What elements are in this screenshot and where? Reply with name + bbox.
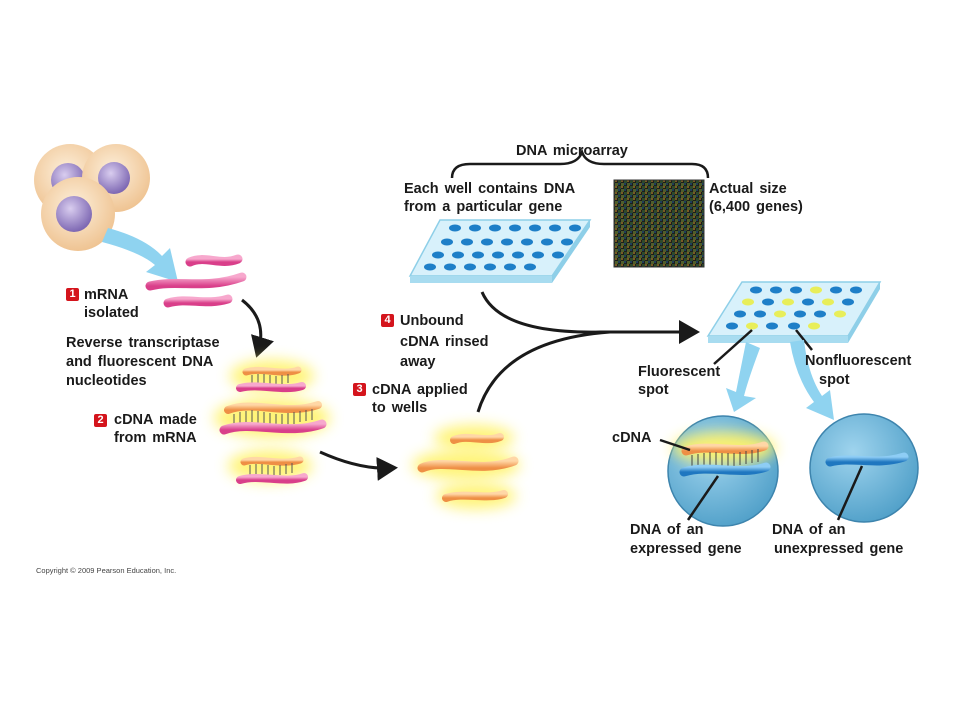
cdna-label: cDNA	[612, 430, 652, 446]
apply-arrow	[319, 450, 398, 481]
actual-size-label-line1: Actual size	[709, 181, 787, 197]
step-2-label-line2: from mRNA	[114, 430, 197, 446]
fluorescent-label-line2: spot	[638, 382, 669, 398]
step-4-label-line1: Unbound	[400, 313, 464, 329]
reverse-transcription-arrow	[241, 298, 274, 358]
expressed-label-line1: DNA of an	[630, 522, 704, 538]
isolation-arrow	[102, 228, 178, 282]
nonfluorescent-label-line2: spot	[819, 372, 850, 388]
unexpressed-pointer	[836, 465, 864, 521]
step-2-badge: 2	[94, 414, 107, 427]
unexpressed-label-line2: unexpressed gene	[774, 541, 904, 557]
hybrid-3	[236, 456, 308, 484]
step-4-badge: 4	[381, 314, 394, 327]
unexpressed-dna-strand	[825, 452, 909, 467]
step-3-label-line2: to wells	[372, 400, 428, 416]
step-1-badge: 1	[66, 288, 79, 301]
fluorescent-label-line1: Fluorescent	[638, 364, 721, 380]
each-well-label-line2: from a particular gene	[404, 199, 563, 215]
microarray-plate	[408, 219, 592, 283]
microarray-title: DNA microarray	[516, 143, 628, 159]
cell-nucleus	[98, 162, 130, 194]
zoom-arrow-fluorescent	[726, 342, 760, 412]
reverse-label-line1: Reverse transcriptase	[66, 335, 220, 351]
hybrid-2	[219, 401, 327, 435]
unexpressed-spot-zoom	[809, 413, 919, 523]
actual-microarray-image	[614, 180, 704, 267]
step-1-label-line2: isolated	[84, 305, 139, 321]
each-well-label-line1: Each well contains DNA	[404, 181, 576, 197]
actual-size-label-line2: (6,400 genes)	[709, 199, 803, 215]
step-1-label-line1: mRNA	[84, 287, 129, 303]
expressed-gene-hybrid	[672, 432, 776, 477]
hybrid-1	[236, 366, 306, 393]
cells-group	[34, 144, 150, 251]
expressed-pointer	[686, 475, 720, 521]
step-3-badge: 3	[353, 383, 366, 396]
cdna-pointer	[659, 438, 691, 452]
step-4-label-line3: away	[400, 354, 436, 370]
step-3-label-line1: cDNA applied	[372, 382, 468, 398]
reverse-label-line2: and fluorescent DNA	[66, 354, 214, 370]
step-2-label-line1: cDNA made	[114, 412, 197, 428]
rinse-arrow	[480, 291, 680, 334]
zoom-arrow-nonfluorescent	[790, 340, 834, 420]
mrna-strand	[145, 272, 247, 291]
cdna-single-strands	[412, 425, 520, 509]
microarray-brace	[450, 148, 710, 179]
mrna-strands	[145, 254, 247, 308]
reverse-label-line3: nucleotides	[66, 373, 147, 389]
apply-to-wells-arrow	[476, 330, 611, 413]
unexpressed-label-line1: DNA of an	[772, 522, 846, 538]
hybridized-plate	[706, 281, 882, 343]
step-4-label-line2: cDNA rinsed	[400, 334, 489, 350]
cell-nucleus	[56, 196, 92, 232]
expressed-label-line2: expressed gene	[630, 541, 742, 557]
mrna-strand	[163, 294, 233, 308]
copyright-notice: Copyright © 2009 Pearson Education, Inc.	[36, 566, 177, 575]
nonfluorescent-label-line1: Nonfluorescent	[805, 353, 912, 369]
fluorescent-pointer	[713, 329, 753, 365]
mrna-strand	[185, 254, 243, 267]
